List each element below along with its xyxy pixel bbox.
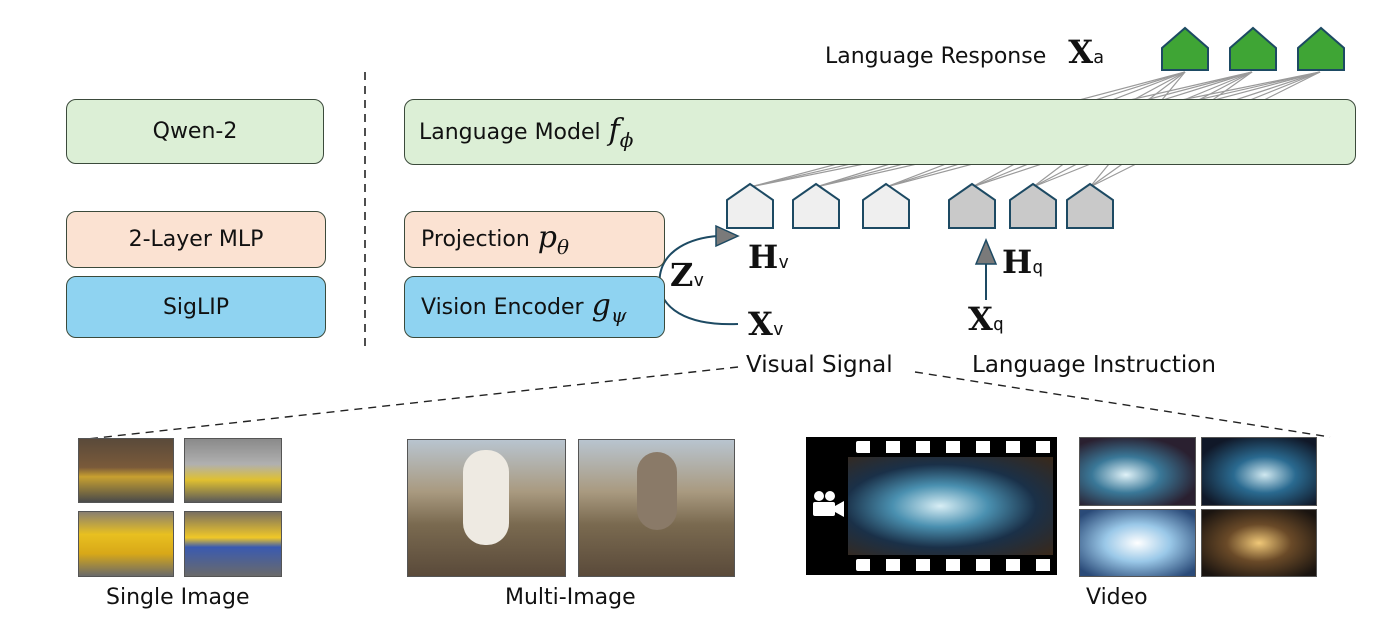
- language-token: [1009, 182, 1057, 229]
- language-response: Language Response Xa: [825, 33, 1104, 71]
- response-token: [1229, 26, 1277, 71]
- video-frame-tile: [1201, 437, 1317, 506]
- language-instruction-label: Language Instruction: [972, 352, 1216, 378]
- language-response-label: Language Response: [825, 44, 1047, 69]
- language-tokens: [948, 182, 1114, 229]
- vision-encoder-label: Vision Encoder: [421, 294, 584, 320]
- projection-box: Projection pθ: [404, 211, 665, 268]
- single-image-tile: [184, 438, 282, 503]
- video-frame-tile: [1079, 437, 1196, 506]
- video-filmstrip: [806, 437, 1057, 575]
- visual-tokens: [726, 182, 910, 229]
- hq-arrowhead: [974, 238, 998, 265]
- projection-label: Projection: [421, 227, 530, 252]
- language-model-box: Language Model fϕ: [404, 99, 1356, 165]
- film-perforations-top: [856, 441, 1056, 453]
- mlp-box: 2-Layer MLP: [66, 211, 326, 268]
- single-image-tile: [78, 511, 174, 577]
- visual-signal-label: Visual Signal: [746, 352, 893, 378]
- hv-symbol: Hv: [748, 238, 790, 276]
- visual-token: [726, 182, 774, 229]
- single-image-tile: [78, 438, 174, 503]
- video-caption: Video: [1086, 585, 1148, 610]
- funnel-right-line: [914, 371, 1331, 438]
- video-frame-tile: [1201, 509, 1317, 577]
- video-frame: [848, 457, 1053, 555]
- multi-image-dog: [407, 439, 566, 577]
- dog-figure: [463, 450, 509, 545]
- xv-symbol: Xv: [748, 305, 784, 343]
- qwen2-box: Qwen-2: [66, 99, 324, 164]
- funnel-left-line: [77, 366, 739, 441]
- multi-image-monkey: [578, 439, 735, 577]
- vision-encoder-box: Vision Encoder gψ: [404, 276, 665, 338]
- mlp-label: 2-Layer MLP: [128, 227, 264, 252]
- qwen2-label: Qwen-2: [152, 119, 238, 144]
- zv-curve-arrow: [658, 235, 739, 326]
- video-camera-icon: [813, 491, 844, 517]
- language-token: [1066, 182, 1114, 229]
- response-symbol: Xa: [1068, 33, 1104, 71]
- multi-image-caption: Multi-Image: [505, 585, 636, 610]
- response-token: [1161, 26, 1209, 71]
- response-tokens: [1161, 26, 1345, 71]
- vision-encoder-symbol: gψ: [591, 287, 627, 327]
- visual-token: [862, 182, 910, 229]
- xq-symbol: Xq: [968, 300, 1004, 338]
- siglip-box: SigLIP: [66, 276, 326, 338]
- language-token: [948, 182, 996, 229]
- zv-arrowhead: [715, 224, 740, 248]
- single-image-tile: [184, 511, 282, 577]
- hq-symbol: Hq: [1002, 243, 1044, 281]
- single-image-caption: Single Image: [106, 585, 250, 610]
- monkey-figure: [637, 452, 677, 530]
- video-frame-tile: [1079, 509, 1196, 577]
- response-token: [1297, 26, 1345, 71]
- zv-symbol: Zv: [670, 256, 705, 294]
- language-model-symbol: fϕ: [608, 112, 634, 152]
- siglip-label: SigLIP: [162, 294, 230, 320]
- language-model-label: Language Model: [419, 119, 601, 145]
- projection-symbol: pθ: [537, 220, 570, 259]
- film-perforations-bottom: [856, 559, 1056, 571]
- visual-token: [792, 182, 840, 229]
